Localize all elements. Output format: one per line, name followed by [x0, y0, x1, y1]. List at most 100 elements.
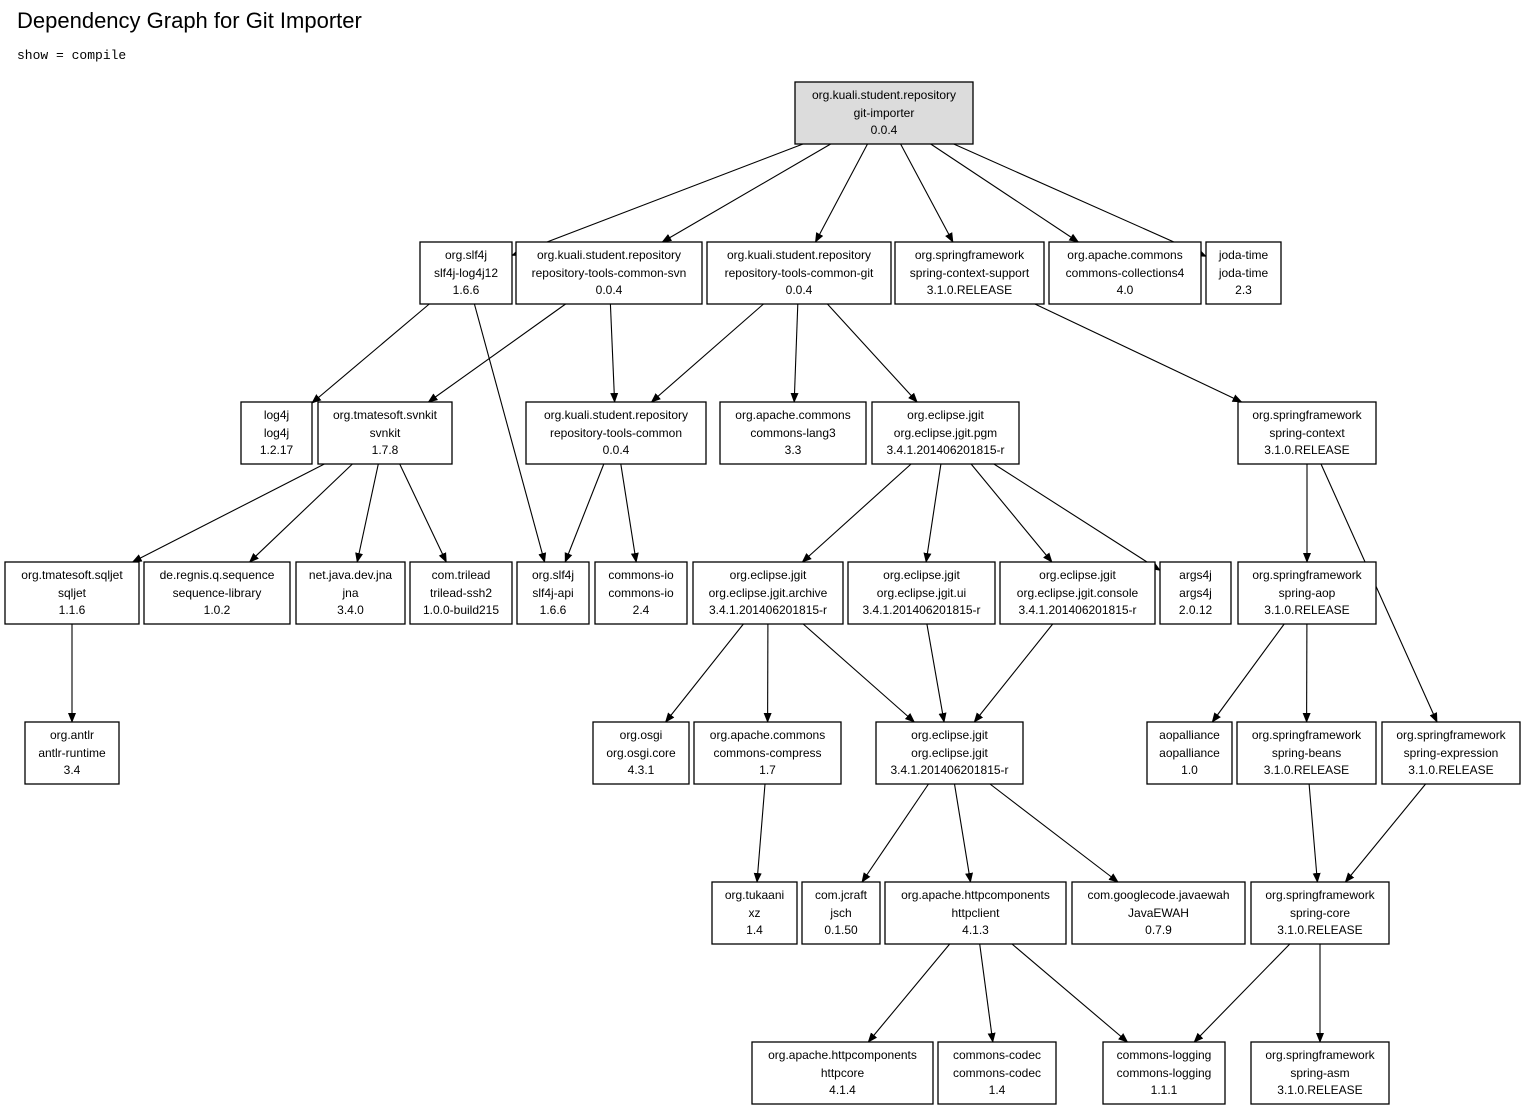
node-artifact-id: org.eclipse.jgit.console	[1017, 586, 1139, 600]
edge-rtc-to-commons-io	[620, 463, 639, 563]
edge-slf4j-log4j12-to-slf4j-api	[473, 303, 547, 563]
node-artifact-id: httpcore	[821, 1066, 865, 1080]
node-artifact-id: svnkit	[370, 426, 401, 440]
node-group-id: org.apache.commons	[735, 408, 850, 422]
node-group-id: org.kuali.student.repository	[812, 88, 956, 102]
node-group-id: org.apache.commons	[1067, 248, 1182, 262]
node-version: 1.0	[1181, 763, 1198, 777]
node-artifact-id: org.eclipse.jgit.ui	[877, 586, 966, 600]
node-version: 0.1.50	[824, 923, 858, 937]
scope-filter-label: show = compile	[17, 48, 127, 63]
node-jgit-console: org.eclipse.jgit org.eclipse.jgit.console…	[999, 561, 1156, 625]
node-box	[692, 561, 844, 625]
node-version: 0.0.4	[596, 283, 623, 297]
node-version: 3.1.0.RELEASE	[927, 283, 1012, 297]
node-box	[4, 561, 140, 625]
edge-root-to-rtc-git	[815, 143, 868, 243]
node-group-id: org.tukaani	[725, 888, 784, 902]
node-group-id: org.kuali.student.repository	[537, 248, 681, 262]
node-version: 1.7	[759, 763, 776, 777]
edge-svnkit-to-sequence	[248, 463, 353, 563]
node-version: 1.0.2	[204, 603, 231, 617]
node-box	[719, 401, 867, 465]
node-box	[751, 1041, 934, 1105]
node-spring-core: org.springframeworkspring-core3.1.0.RELE…	[1250, 881, 1390, 945]
edge-slf4j-log4j12-to-log4j	[311, 303, 430, 404]
node-artifact-id: args4j	[1179, 586, 1212, 600]
node-group-id: org.springframework	[1265, 888, 1375, 902]
node-version: 3.1.0.RELEASE	[1264, 443, 1349, 457]
node-jgit-pgm: org.eclipse.jgitorg.eclipse.jgit.pgm3.4.…	[871, 401, 1020, 465]
node-box	[1250, 881, 1390, 945]
node-group-id: org.springframework	[1265, 1048, 1375, 1062]
node-artifact-id: spring-context	[1269, 426, 1345, 440]
edge-root-to-joda-time	[953, 143, 1207, 257]
edge-jgit-ui-to-jgit	[926, 623, 947, 723]
node-jgit-archive: org.eclipse.jgit org.eclipse.jgit.archive…	[692, 561, 844, 625]
edge-jgit-pgm-to-jgit-ui	[923, 463, 942, 563]
node-box	[240, 401, 313, 465]
edge-jgit-archive-to-osgi	[664, 623, 744, 723]
node-artifact-id: spring-asm	[1290, 1066, 1349, 1080]
edge-spring-context-support-to-spring-context	[1034, 303, 1243, 403]
node-version: 3.4.1.201406201815-r	[1018, 603, 1136, 617]
edge-httpclient-to-logging	[1011, 943, 1129, 1043]
node-artifact-id: jsch	[829, 906, 851, 920]
node-group-id: aopalliance	[1159, 728, 1220, 742]
node-group-id: org.apache.httpcomponents	[901, 888, 1050, 902]
node-artifact-id: org.eclipse.jgit.archive	[709, 586, 828, 600]
edge-httpclient-to-httpcore	[867, 943, 951, 1043]
node-box	[999, 561, 1156, 625]
edge-rtc-svn-to-rtc	[609, 303, 619, 403]
node-version: 3.1.0.RELEASE	[1277, 1083, 1362, 1097]
edge-rtc-git-to-jgit-pgm	[826, 303, 918, 403]
node-box	[1159, 561, 1232, 625]
node-group-id: org.springframework	[1252, 568, 1362, 582]
node-box	[801, 881, 881, 945]
node-spring-beans: org.springframeworkspring-beans3.1.0.REL…	[1236, 721, 1377, 785]
node-group-id: org.eclipse.jgit	[1039, 568, 1116, 582]
node-version: 0.0.4	[603, 443, 630, 457]
node-artifact-id: spring-aop	[1279, 586, 1336, 600]
node-box	[794, 81, 974, 145]
node-group-id: org.kuali.student.repository	[727, 248, 871, 262]
node-aopalliance: aopalliance aopalliance 1.0	[1146, 721, 1233, 785]
node-spring-expression: org.springframeworkspring-expression3.1.…	[1381, 721, 1521, 785]
node-box	[1381, 721, 1521, 785]
node-box	[884, 881, 1067, 945]
node-group-id: org.apache.httpcomponents	[768, 1048, 917, 1062]
node-version: 3.4.1.201406201815-r	[862, 603, 980, 617]
node-artifact-id: xz	[749, 906, 761, 920]
node-box	[592, 721, 690, 785]
node-artifact-id: commons-collections4	[1066, 266, 1185, 280]
edges-layer	[68, 143, 1438, 1043]
node-group-id: commons-codec	[953, 1048, 1041, 1062]
node-artifact-id: commons-io	[608, 586, 674, 600]
node-box	[525, 401, 707, 465]
node-box	[409, 561, 513, 625]
edge-jgit-to-javaewah	[989, 783, 1119, 883]
node-version: 3.1.0.RELEASE	[1264, 763, 1349, 777]
node-group-id: org.eclipse.jgit	[730, 568, 807, 582]
node-artifact-id: antlr-runtime	[38, 746, 106, 760]
edge-svnkit-to-jna	[355, 463, 379, 563]
node-artifact-id: aopalliance	[1159, 746, 1220, 760]
edge-spring-aop-to-aopalliance	[1211, 623, 1285, 723]
node-root: org.kuali.student.repositorygit-importer…	[794, 81, 974, 145]
node-artifact-id: httpclient	[951, 906, 1000, 920]
node-artifact-id: JavaEWAH	[1128, 906, 1189, 920]
node-artifact-id: sqljet	[58, 586, 87, 600]
node-version: 1.4	[989, 1083, 1006, 1097]
node-artifact-id: repository-tools-common-svn	[532, 266, 687, 280]
node-group-id: commons-io	[608, 568, 674, 582]
node-artifact-id: jna	[341, 586, 358, 600]
node-group-id: commons-logging	[1117, 1048, 1212, 1062]
node-version: 3.4.1.201406201815-r	[886, 443, 1004, 457]
